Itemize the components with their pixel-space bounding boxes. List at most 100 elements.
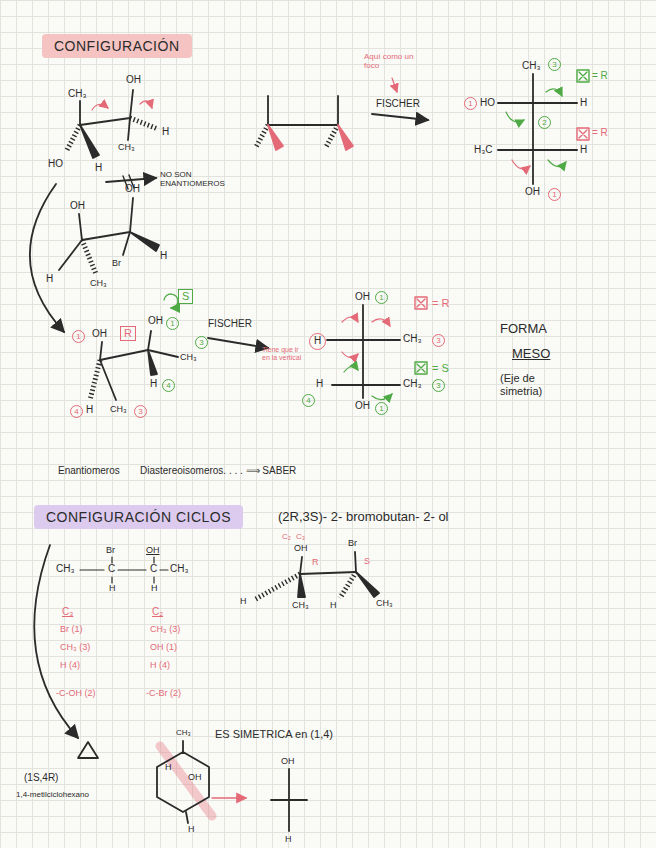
note-text: CH₃ [403,378,422,390]
note-text: H [165,762,172,772]
note-text: Tiene que ir en la vertical [262,346,304,362]
note-text: Br (1) [60,624,83,634]
note-text: H [109,583,116,593]
note-text: OH [355,291,370,303]
note-text: H₃C [474,144,493,156]
note-text: C₂ [152,606,163,618]
note-text: H [580,97,587,109]
note-text: 1,4-metilciclohexano [16,790,89,799]
note-text: OH [355,400,370,412]
callout-number: 4 [302,394,315,407]
note-text: H [316,378,323,390]
note-text: CH₃ [403,333,422,345]
note-text: C [108,563,115,575]
note-text: OH [294,543,308,553]
note-text: H (4) [60,660,80,670]
node-text: CONFIGURACIÓN CICLOS [46,509,231,525]
boxed-letter: S [178,289,193,304]
note-text: OH [148,315,163,327]
circled-letter: H [309,333,326,350]
note-text: Aquí como un foco [364,52,424,70]
boxed-letter: R [120,326,136,341]
heading-band: CONFIGURACIÓN [42,34,192,58]
note-text: H [285,834,292,844]
note-text: = R [432,297,449,310]
note-text: Diastereoisomeros. . . . ⟹ SABER [140,465,296,477]
callout-number: 1 [464,97,477,110]
note-text: H [580,144,587,156]
callout-number: 1 [548,188,561,201]
note-text: H [151,583,158,593]
note-text: H [46,273,53,285]
note-text: OH [525,186,540,198]
note-text: CH₃ [180,352,197,362]
node-text: H [310,334,325,348]
note-text: (1S,4R) [24,772,58,784]
note-text: C₃ [62,606,73,618]
note-text: HO [48,158,63,170]
note-text: OH [146,545,160,555]
note-text: H [240,596,247,606]
note-text: H [86,404,93,416]
note-text: OH (1) [150,642,177,652]
note-text: C [150,563,157,575]
callout-number: 1 [166,317,179,330]
callout-number: 3 [548,58,561,71]
callout-number: 3 [432,334,445,347]
callout-number: 2 [538,116,551,129]
note-text: -C-Br (2) [146,688,181,698]
note-text: CH₃ [110,404,127,414]
note-text: H [162,126,169,138]
note-text: MESO [512,347,550,362]
node-text: S [182,290,189,303]
note-text: CH₃ [522,60,541,72]
note-text: H [150,378,157,390]
note-text: Br [112,258,121,268]
note-text: (Eje de simetria) [500,372,580,397]
callout-number: 3 [195,336,208,349]
note-text: C₃ [296,532,305,541]
note-text: R [312,557,319,567]
note-text: = R [592,127,608,139]
note-text: H [330,600,337,610]
note-text: FISCHER [208,318,252,330]
note-text: -C-OH (2) [56,688,96,698]
note-text: CH₃ [170,563,189,575]
node-text: R [124,327,132,340]
note-text: Br [348,538,357,548]
note-text: OH [126,74,141,86]
callout-number: 4 [70,405,83,418]
note-text: HO [480,97,495,109]
note-text: Enantiomeros [58,465,120,477]
note-text: CH₃ [376,598,393,608]
callout-number: 1 [72,330,85,343]
note-text: NO SON ENANTIOMEROS [160,170,244,188]
note-text: CH₃ [176,728,191,737]
note-text: OH [92,328,107,340]
note-text: FISCHER [376,98,420,110]
callout-number: 1 [375,402,388,415]
note-text: CH₃ (3) [150,624,180,634]
note-text: H [95,162,102,174]
callout-number: 1 [375,291,388,304]
note-text: CH₃ (3) [60,642,90,652]
note-text: H [188,824,195,834]
callout-number: 3 [134,405,147,418]
note-text: OH [281,756,295,766]
note-text: (2R,3S)- 2- bromobutan- 2- ol [278,510,449,525]
note-text: OH [125,183,140,195]
note-text: CH₃ [118,142,135,152]
note-text: S [364,556,370,566]
callout-number: 3 [432,379,445,392]
note-text: CH₃ [90,278,107,288]
note-text: = S [432,362,449,375]
note-text: H (4) [150,660,170,670]
note-text: C₂ [282,532,291,541]
note-text: CH₃ [68,88,87,100]
note-text: ES SIMETRICA en (1,4) [215,728,333,741]
note-text: H [160,250,167,262]
heading-band: CONFIGURACIÓN CICLOS [34,505,243,529]
note-text: CH₃ [56,563,75,575]
note-text: FORMA [500,322,547,337]
